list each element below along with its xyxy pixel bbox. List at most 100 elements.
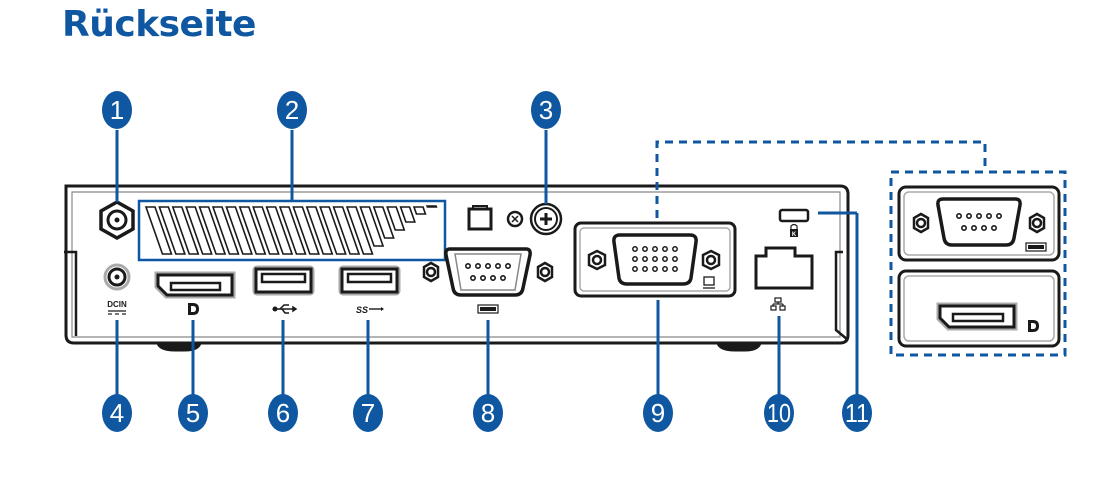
pin	[652, 266, 658, 272]
usb-port	[252, 265, 315, 314]
vent-slot	[425, 205, 438, 208]
pin	[980, 225, 987, 232]
serial-icon	[477, 304, 499, 314]
vent-slot	[225, 206, 253, 255]
callout-marker	[353, 394, 383, 432]
displayport-icon	[1028, 320, 1039, 332]
callout-10: 10	[764, 394, 794, 432]
pin	[955, 213, 962, 220]
callout-number: 7	[361, 398, 375, 428]
callout-marker	[277, 91, 307, 129]
vent-slot	[144, 206, 173, 255]
dc-in-port: DCIN	[103, 263, 131, 315]
monitor-icon	[703, 276, 715, 289]
callout-marker	[473, 394, 503, 432]
page-title: Rückseite	[62, 4, 256, 45]
callout-9: 9	[643, 394, 673, 432]
callout-marker	[531, 91, 561, 129]
pin	[672, 246, 678, 252]
callout-marker	[178, 394, 208, 432]
chassis	[64, 184, 850, 352]
pin	[632, 256, 638, 262]
pin	[469, 274, 476, 281]
pin	[970, 225, 977, 232]
pin	[489, 274, 496, 281]
vent-slot	[265, 206, 294, 255]
callout-number: 2	[285, 95, 299, 125]
callout-number: 9	[651, 398, 665, 428]
vent-slot	[198, 206, 227, 255]
usb-icon	[272, 304, 298, 314]
pin	[652, 256, 658, 262]
callout-number: 1	[110, 95, 124, 125]
callout-marker	[764, 394, 794, 432]
callout-marker	[102, 394, 132, 432]
lan-port	[754, 246, 814, 311]
displayport	[154, 271, 236, 315]
optional-com-port	[897, 185, 1061, 262]
svg-text:SS: SS	[356, 305, 368, 315]
callout-7: 7	[353, 394, 383, 432]
callout-number: 11	[845, 398, 869, 428]
pin	[494, 262, 501, 269]
screw	[529, 202, 563, 236]
svg-text:K: K	[792, 232, 797, 238]
vent-slot	[345, 206, 374, 255]
air-vents	[137, 199, 447, 262]
optional-module-box	[655, 140, 1067, 357]
optional-displayport	[897, 269, 1061, 348]
callout-3: 3	[531, 91, 561, 129]
pin	[504, 262, 511, 269]
callout-number: 6	[276, 398, 290, 428]
vent-slot	[372, 206, 395, 239]
callout-4: 4	[102, 394, 132, 432]
vent-slot	[211, 206, 240, 255]
pin	[632, 266, 638, 272]
vent-slot	[399, 206, 416, 223]
pin	[484, 262, 491, 269]
pin	[662, 256, 668, 262]
vga-port	[573, 221, 737, 298]
leader-lines	[115, 130, 859, 396]
displayport-icon	[188, 303, 199, 315]
pin	[672, 266, 678, 272]
callout-2: 2	[277, 91, 307, 129]
pin	[975, 213, 982, 220]
vent-slot	[386, 206, 406, 231]
callout-11: 11	[842, 394, 872, 432]
pin	[995, 213, 1002, 220]
callout-marker	[102, 91, 132, 129]
callout-number: 8	[481, 398, 495, 428]
callout-number: 5	[186, 398, 200, 428]
vent-slot	[305, 206, 334, 255]
vent-slot	[292, 206, 320, 255]
pin	[642, 266, 648, 272]
lock-icon: K	[790, 223, 798, 238]
pin	[990, 225, 997, 232]
usb3-ss-icon: SS	[356, 305, 384, 315]
usb3-port: SS	[338, 265, 401, 315]
vent-slot	[359, 206, 385, 247]
pin	[464, 262, 471, 269]
callout-5: 5	[178, 394, 208, 432]
pin	[662, 246, 668, 252]
callout-number: 4	[110, 398, 124, 428]
vent-slot	[158, 206, 186, 255]
pin	[499, 274, 506, 281]
security-slot: K	[778, 208, 810, 238]
vent-slot	[278, 206, 307, 255]
small-screw-icon	[506, 210, 524, 228]
vent-slot	[332, 206, 361, 255]
vent-slot	[238, 206, 267, 255]
pin	[642, 246, 648, 252]
callout-marker	[643, 394, 673, 432]
serial-icon	[1025, 242, 1047, 252]
callout-8: 8	[473, 394, 503, 432]
antenna-connector	[99, 199, 135, 241]
com-port	[422, 247, 554, 314]
vent-slot	[252, 206, 280, 255]
network-icon	[770, 297, 786, 311]
pin	[642, 256, 648, 262]
vent-slot	[185, 206, 213, 255]
pin	[474, 262, 481, 269]
